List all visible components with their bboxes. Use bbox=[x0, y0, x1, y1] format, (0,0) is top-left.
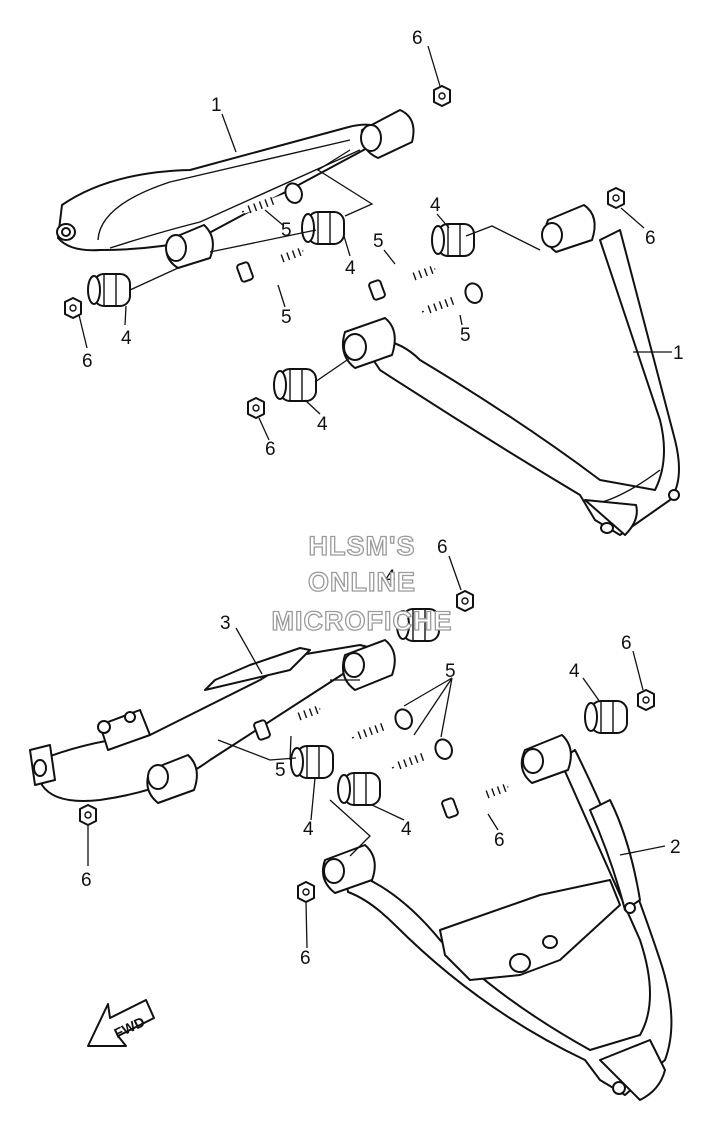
bolts bbox=[236, 182, 509, 819]
callout-6-g: 6 bbox=[81, 870, 92, 891]
callout-5-c: 5 bbox=[373, 231, 384, 252]
lower-arm-left bbox=[29, 639, 396, 804]
assembly-lines bbox=[129, 149, 541, 857]
watermark-line-1: HLSM'S bbox=[309, 531, 416, 561]
callout-5-e: 5 bbox=[445, 661, 456, 682]
callout-4-b: 4 bbox=[345, 258, 356, 279]
callout-5-g: 6 bbox=[494, 830, 505, 851]
callout-6-f: 6 bbox=[621, 633, 632, 654]
lower-arm-right bbox=[322, 734, 673, 1101]
callout-6-e: 6 bbox=[437, 537, 448, 558]
watermark-line-3: MICROFICHE bbox=[272, 606, 453, 636]
callout-4-g: 4 bbox=[303, 819, 314, 840]
callout-4-c: 4 bbox=[430, 195, 441, 216]
callout-1-upper-left: 1 bbox=[211, 95, 222, 116]
watermark-line-2: ONLINE bbox=[308, 567, 416, 597]
callout-6-a: 6 bbox=[412, 28, 423, 49]
callout-leaders bbox=[78, 45, 672, 949]
callout-1-upper-right: 1 bbox=[673, 343, 684, 364]
upper-arm-left bbox=[56, 109, 415, 269]
callout-4-e: 4 bbox=[385, 567, 396, 588]
callout-5-a: 5 bbox=[281, 220, 292, 241]
callout-4-h: 4 bbox=[401, 819, 412, 840]
callout-5-b: 5 bbox=[281, 307, 292, 328]
bushings bbox=[87, 211, 628, 806]
callout-6-c: 6 bbox=[82, 351, 93, 372]
fwd-arrow-icon bbox=[87, 999, 155, 1047]
forward-arrow: FWD bbox=[87, 999, 155, 1047]
callout-5-f: 5 bbox=[275, 760, 286, 781]
callout-6-b: 6 bbox=[645, 228, 656, 249]
callout-4-f: 4 bbox=[569, 661, 580, 682]
upper-arm-right bbox=[342, 204, 680, 536]
callout-4-d: 4 bbox=[317, 414, 328, 435]
callout-3: 3 bbox=[220, 613, 231, 634]
callout-4-a: 4 bbox=[121, 328, 132, 349]
callout-6-h: 6 bbox=[300, 948, 311, 969]
callout-numbers: 1 1 2 3 4 4 4 4 4 4 4 4 5 5 5 5 5 5 6 6 … bbox=[81, 28, 684, 969]
callout-2: 2 bbox=[670, 837, 681, 858]
callout-5-d: 5 bbox=[460, 325, 471, 346]
nuts bbox=[64, 85, 655, 903]
watermark: HLSM'S ONLINE MICROFICHE bbox=[271, 530, 453, 636]
callout-6-d: 6 bbox=[265, 439, 276, 460]
